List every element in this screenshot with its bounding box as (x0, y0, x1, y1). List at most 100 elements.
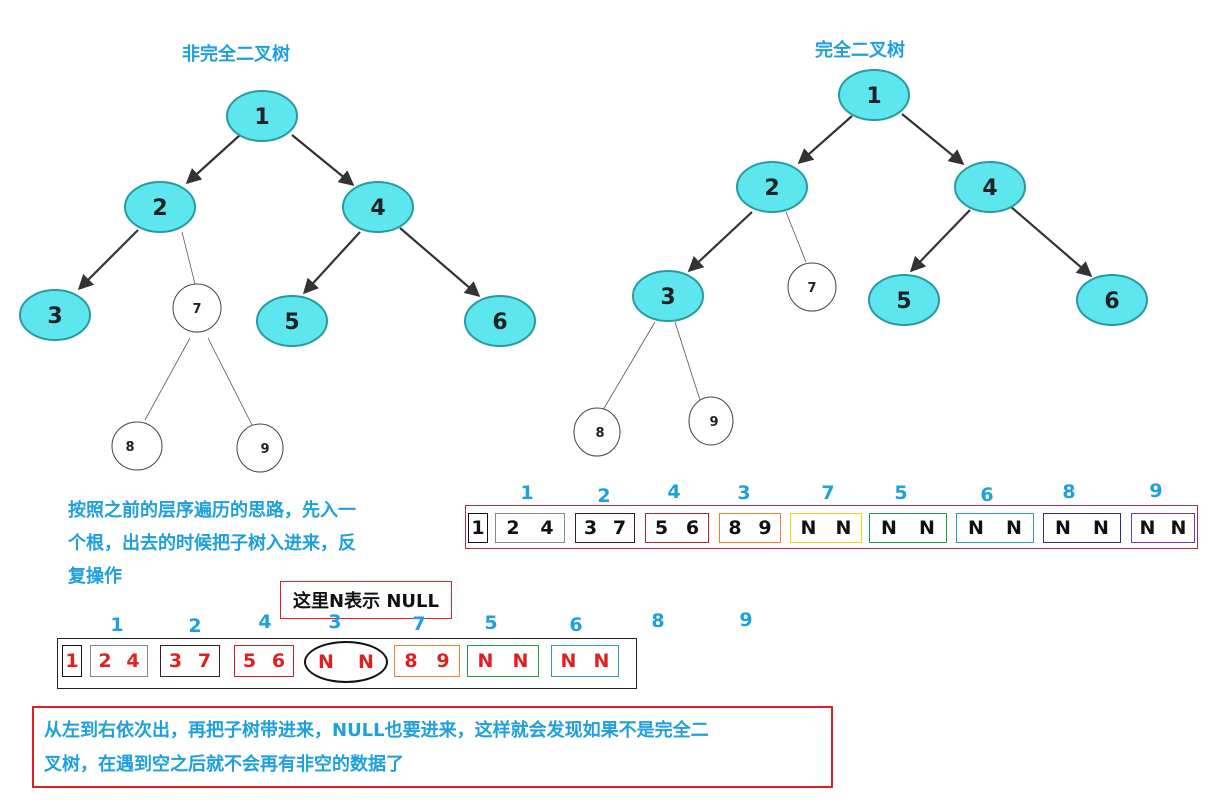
node-label: 4 (982, 176, 997, 201)
cell-value: 7 (612, 517, 627, 539)
cell-value: N (318, 651, 334, 673)
cell-value: N (593, 650, 610, 672)
queue-label: 2 (597, 485, 611, 507)
queue-label: 7 (821, 482, 835, 504)
null-note: 这里N表示 NULL (280, 581, 452, 619)
node-label: 8 (595, 426, 604, 441)
cell-value: 8 (728, 517, 742, 539)
tree-node (19, 289, 91, 341)
cell-value: N (881, 517, 897, 539)
queue-label: 9 (739, 609, 753, 631)
cell-value: 6 (685, 517, 700, 539)
cell-value: 3 (168, 650, 183, 672)
queue-label: 4 (667, 481, 681, 503)
tree-node (787, 262, 837, 312)
left-tree-edges (77, 134, 481, 298)
cell-value: 2 (506, 517, 520, 539)
left-queue (57, 638, 637, 689)
node-label: 7 (807, 281, 816, 296)
tree-node (954, 161, 1026, 213)
node-label: 2 (764, 176, 779, 201)
left-tree-nodes: 1 2 4 3 7 5 6 8 9 (19, 90, 536, 473)
bottom-note-line: 从左到右依次出，再把子树带进来，NULL也要进来，这样就会发现如果不是完全二 (44, 720, 709, 741)
right-queue (465, 505, 1198, 549)
tree-node (838, 69, 910, 121)
tree-node (124, 181, 196, 233)
queue-label: 1 (110, 614, 124, 636)
explanation-line: 个根，出去的时候把子树入进来，反 (68, 533, 356, 554)
cell-value: N (1093, 517, 1109, 539)
node-label: 9 (709, 415, 718, 430)
cell-value: 8 (404, 650, 418, 672)
tree-node (342, 181, 414, 233)
cell-value: N (1170, 517, 1187, 539)
cell-value: N (835, 517, 852, 539)
node-label: 2 (152, 196, 167, 221)
cell-value: N (1139, 517, 1156, 539)
tree-node (236, 423, 284, 473)
node-label: 5 (284, 310, 299, 335)
node-label: 8 (125, 440, 134, 455)
tree-node (464, 295, 536, 347)
queue-label: 1 (520, 482, 534, 504)
cell-value: 9 (436, 650, 450, 672)
cell-value: N (1006, 517, 1022, 539)
left-tree-title: 非完全二叉树 (182, 44, 290, 65)
queue-label: 7 (412, 613, 426, 635)
cell-value: 5 (242, 650, 257, 672)
cell-value: N (477, 650, 494, 672)
cell-value: 7 (197, 650, 212, 672)
node-label: 6 (492, 310, 507, 335)
cell-value: 1 (65, 650, 79, 672)
cell-value: 9 (758, 517, 772, 539)
cell-value: N (560, 650, 577, 672)
node-label: 6 (1104, 289, 1119, 314)
node-label: 3 (660, 285, 675, 310)
right-tree-nodes: 1 2 4 3 7 5 6 8 9 (573, 69, 1148, 457)
tree-diagrams: 1 2 4 3 7 5 6 8 9 1 (19, 69, 1148, 473)
node-label: 1 (254, 105, 269, 130)
cell-value: 6 (271, 650, 286, 672)
cell-value: N (919, 517, 935, 539)
cell-value: N (968, 517, 984, 539)
explanation-text: 按照之前的层序遍历的思路，先入一 个根，出去的时候把子树入进来，反 复操作 (68, 494, 418, 593)
queue-label: 5 (894, 482, 908, 504)
cell-value: 5 (654, 517, 669, 539)
queue-label: 6 (980, 484, 994, 506)
queue-label: 6 (569, 614, 583, 636)
queue-label: 8 (651, 610, 665, 632)
cell-value: 4 (540, 517, 554, 539)
tree-node (736, 161, 808, 213)
tree-node (172, 283, 222, 333)
tree-node (111, 421, 163, 471)
tree-node (256, 295, 328, 347)
cell-value: 4 (126, 650, 140, 672)
queue-label: 3 (737, 482, 751, 504)
queue-cell: 1 (468, 513, 488, 543)
bottom-note: 从左到右依次出，再把子树带进来，NULL也要进来，这样就会发现如果不是完全二 叉… (32, 706, 833, 788)
node-label: 1 (866, 84, 881, 109)
bottom-note-line: 叉树，在遇到空之后就不会再有非空的数据了 (44, 754, 404, 775)
queue-label: 5 (484, 612, 498, 634)
explanation-line: 复操作 (68, 566, 122, 587)
cell-value: N (358, 651, 374, 673)
queue-label: 3 (328, 611, 342, 633)
queue-label: 8 (1062, 481, 1076, 503)
node-label: 3 (47, 304, 62, 329)
tree-node (632, 270, 704, 322)
queue-label: 9 (1149, 480, 1163, 502)
tree-node (1076, 274, 1148, 326)
